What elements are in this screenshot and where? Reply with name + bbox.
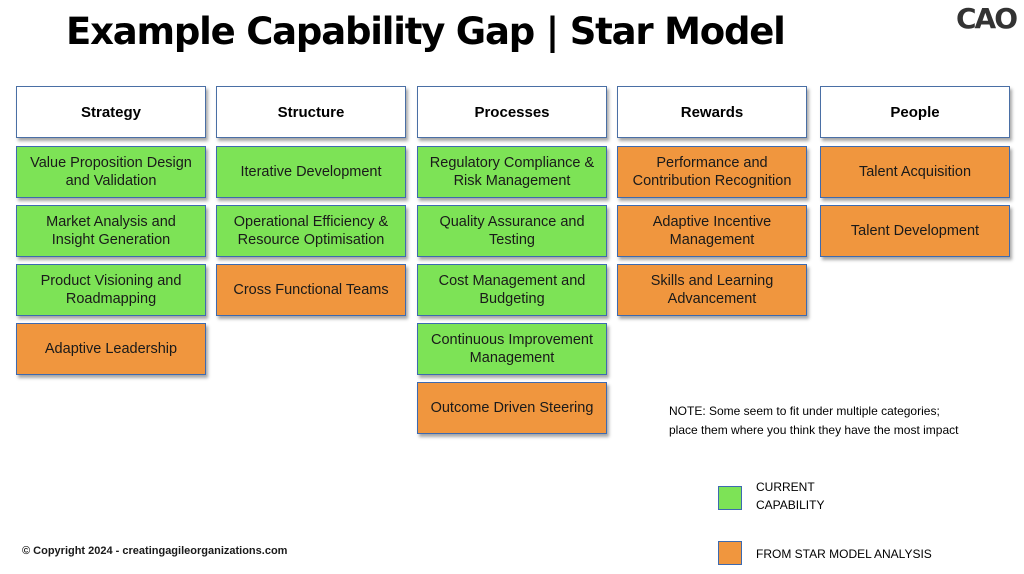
- capability-card-current: Market Analysis and Insight Generation: [16, 205, 206, 257]
- capability-label: Adaptive Incentive Management: [652, 214, 772, 248]
- capability-label: Cross Functional Teams: [233, 282, 389, 298]
- capability-label: Product Visioning and Roadmapping: [40, 273, 182, 307]
- capability-label: Value Proposition Design and Validation: [30, 155, 192, 189]
- note-line-1: NOTE: Some seem to fit under multiple ca…: [669, 404, 940, 418]
- copyright: © Copyright 2024 - creatingagileorganiza…: [22, 545, 288, 557]
- page-title: Example Capability Gap | Star Model: [66, 10, 786, 53]
- capability-label: Iterative Development: [240, 164, 382, 180]
- capability-label: Outcome Driven Steering: [430, 400, 594, 416]
- capability-card-star-model: Talent Acquisition: [820, 146, 1010, 198]
- capability-card-current: Value Proposition Design and Validation: [16, 146, 206, 198]
- capability-label: Skills and Learning Advancement: [650, 273, 774, 307]
- capability-label: Adaptive Leadership: [44, 341, 178, 357]
- capability-label: Cost Management and Budgeting: [438, 273, 586, 307]
- capability-label: Talent Development: [850, 223, 980, 239]
- capability-card-current: Operational Efficiency & Resource Optimi…: [216, 205, 406, 257]
- capability-label: Operational Efficiency & Resource Optimi…: [233, 214, 389, 248]
- capability-label: Continuous Improvement Management: [431, 332, 593, 366]
- capability-card-current: Continuous Improvement Management: [417, 323, 607, 375]
- legend-label-current: CURRENT CAPABILITY: [756, 478, 824, 514]
- note-line-2: place them where you think they have the…: [669, 423, 959, 437]
- capability-card-star-model: Skills and Learning Advancement: [617, 264, 807, 316]
- capability-label: Regulatory Compliance & Risk Management: [429, 155, 595, 189]
- capability-card-current: Regulatory Compliance & Risk Management: [417, 146, 607, 198]
- capability-card-star-model: Outcome Driven Steering: [417, 382, 607, 434]
- legend-current-line-2: CAPABILITY: [756, 498, 825, 512]
- capability-card-current: Cost Management and Budgeting: [417, 264, 607, 316]
- capability-label: Market Analysis and Insight Generation: [46, 214, 176, 248]
- capability-card-star-model: Talent Development: [820, 205, 1010, 257]
- legend-current-line-1: CURRENT: [756, 480, 815, 494]
- capability-card-star-model: Adaptive Leadership: [16, 323, 206, 375]
- legend-swatch-current: [718, 486, 742, 510]
- column-header: Strategy: [16, 86, 206, 138]
- capability-card-star-model: Adaptive Incentive Management: [617, 205, 807, 257]
- capability-card-star-model: Performance and Contribution Recognition: [617, 146, 807, 198]
- cao-logo-text: CAO: [956, 2, 1017, 32]
- cao-logo: CAO: [956, 2, 1019, 32]
- legend-swatch-star-model: [718, 541, 742, 565]
- column-header: People: [820, 86, 1010, 138]
- column-header: Structure: [216, 86, 406, 138]
- column-header: Rewards: [617, 86, 807, 138]
- legend-label-star-model: FROM STAR MODEL ANALYSIS: [756, 547, 932, 561]
- capability-label: Quality Assurance and Testing: [439, 214, 585, 248]
- note: NOTE: Some seem to fit under multiple ca…: [669, 402, 1019, 440]
- capability-card-star-model: Cross Functional Teams: [216, 264, 406, 316]
- column-header: Processes: [417, 86, 607, 138]
- capability-label: Talent Acquisition: [858, 164, 972, 180]
- capability-label: Performance and Contribution Recognition: [632, 155, 792, 189]
- capability-card-current: Iterative Development: [216, 146, 406, 198]
- capability-card-current: Product Visioning and Roadmapping: [16, 264, 206, 316]
- capability-card-current: Quality Assurance and Testing: [417, 205, 607, 257]
